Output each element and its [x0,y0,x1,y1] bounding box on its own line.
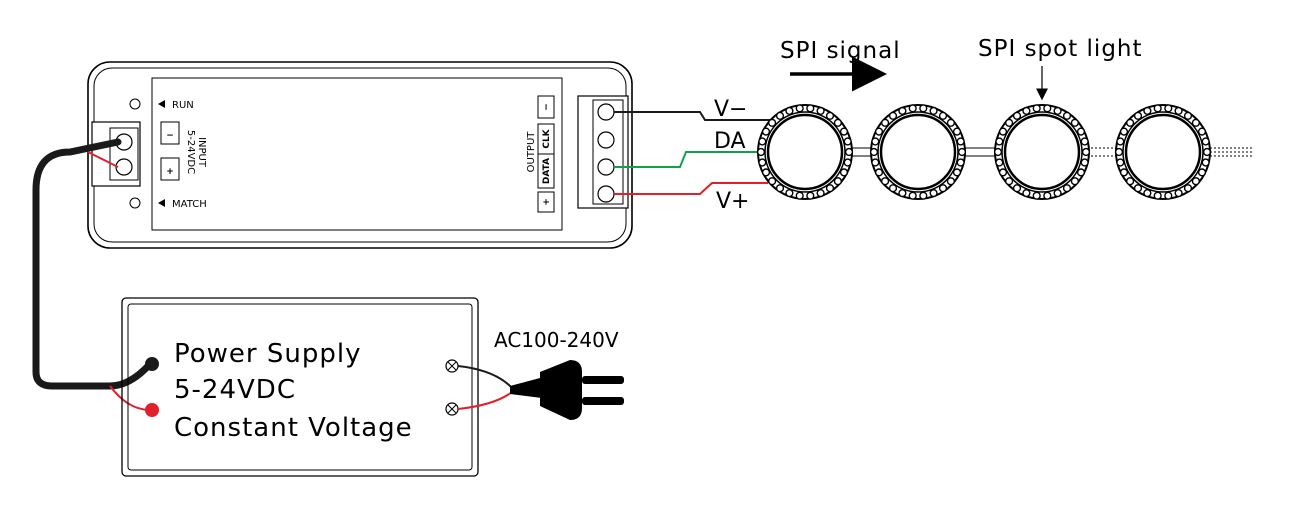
run-label: RUN [172,100,194,111]
input-terminal-block [91,121,141,187]
ac-plug-icon [510,360,624,420]
input-minus-box [160,121,180,145]
power-supply-outer [121,297,479,477]
vplus-label: V+ [716,189,749,214]
light-connector [1087,147,1118,157]
vminus-label: V− [714,97,747,122]
dc-cable-black [32,138,154,390]
match-label: MATCH [172,199,207,210]
spot-light-icon [993,104,1091,200]
dc-cable-red-input [87,151,119,168]
spot-light-chain [756,104,1252,200]
light-connector [850,147,873,157]
input-plus-box [160,157,180,181]
spi-signal-label: SPI signal [780,38,901,64]
spot-light-icon [756,104,854,200]
output-label: OUTPUT [526,131,537,173]
input-plus-label: + [166,167,174,177]
output-screw-icon [597,131,615,149]
spot-light-icon [869,104,967,200]
output-screw-icon [597,158,615,176]
output-term-data: DATA [542,158,552,184]
output-terminal-block [577,95,629,209]
output-term-clk: CLK [542,128,552,148]
ac-cable-red [457,391,513,410]
run-led-icon [129,98,141,110]
output-term-minus: − [542,103,552,111]
input-voltage-label: 5-24VDC [185,130,196,174]
data-label: DA [714,129,746,154]
controller-inner-casing [93,67,627,243]
ps-minus-terminal-icon [145,357,159,371]
controller-label-panel [151,77,563,231]
dc-cable-red-ps [109,385,151,411]
match-button-icon[interactable] [129,197,141,209]
spot-light-label: SPI spot light [978,36,1143,62]
ps-title: Power Supply [174,339,361,369]
ps-type: Constant Voltage [174,413,413,443]
output-term-plus: + [542,198,552,206]
output-screw-icon [597,103,615,121]
spot-light-icon [1114,104,1212,200]
vplus-wire [614,182,768,195]
ps-voltage: 5-24VDC [174,375,296,405]
controller-outer-casing [87,61,633,249]
run-arrow-icon [158,100,165,108]
controller: RUN MATCH − + INPUT 5-24VDC − CLK DATA +… [87,61,633,249]
ac-input-label: AC100-240V [494,328,619,352]
input-label: INPUT [196,137,207,168]
light-connector [963,147,997,157]
input-minus-label: − [166,131,174,141]
input-screw-plus-icon [115,158,133,176]
light-connector-tail [1210,147,1252,157]
ps-plus-terminal-icon [145,403,159,417]
power-supply-inner [127,303,473,471]
data-wire [614,151,768,168]
match-arrow-icon [158,199,165,207]
vminus-wire [614,111,770,121]
power-supply: Power Supply 5-24VDC Constant Voltage [121,297,479,477]
output-screw-icon [597,185,615,203]
